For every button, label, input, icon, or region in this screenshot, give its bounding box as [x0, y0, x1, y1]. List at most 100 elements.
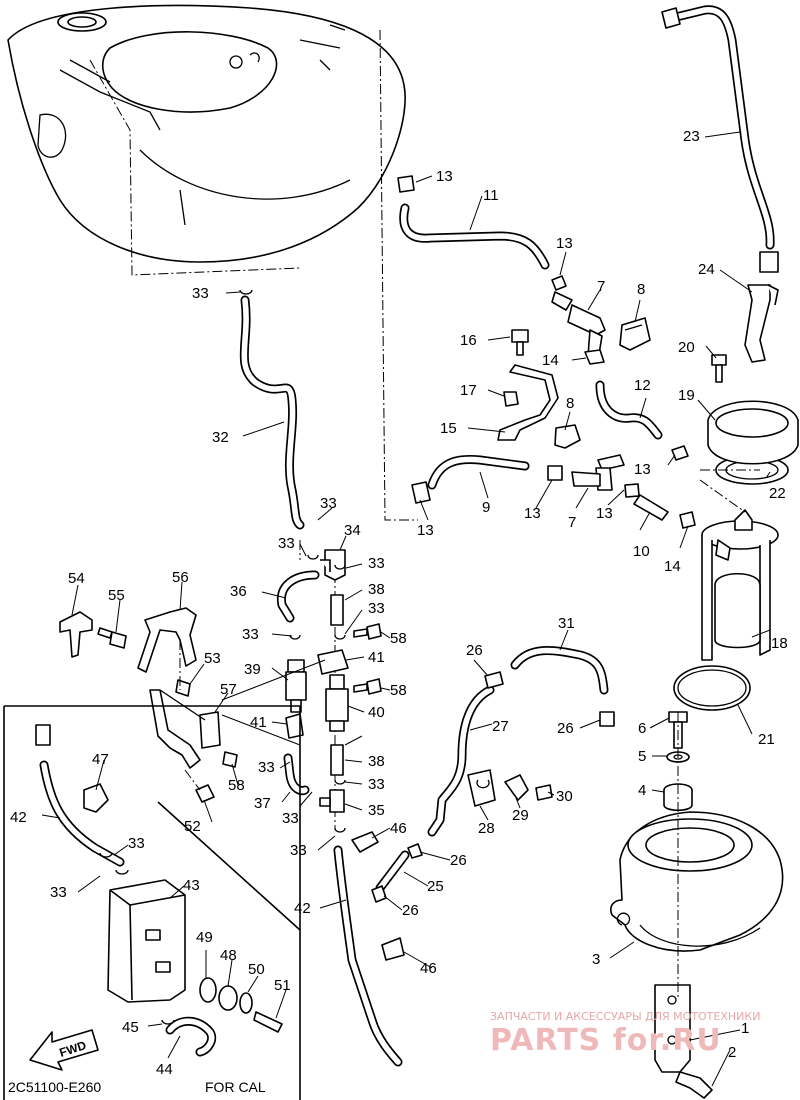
- callout-33-j: 33: [290, 842, 307, 859]
- part-35-joint: [319, 789, 345, 813]
- callout-2: 2: [728, 1044, 736, 1061]
- callout-25: 25: [427, 878, 444, 895]
- part-19-retainer: [707, 400, 799, 465]
- part-23-connector-top: [661, 7, 681, 29]
- part-40-valve: [325, 674, 349, 732]
- callout-49: 49: [196, 929, 213, 946]
- callout-40: 40: [368, 704, 385, 721]
- callout-41-lower: 41: [250, 714, 267, 731]
- part-55-bolt: [97, 627, 127, 649]
- part-33-clamp-d: [334, 634, 346, 640]
- callout-33-h: 33: [368, 776, 385, 793]
- callout-38-lower: 38: [368, 753, 385, 770]
- callout-24: 24: [698, 261, 715, 278]
- callout-33-f: 33: [242, 626, 259, 643]
- callout-33-a: 33: [192, 285, 209, 302]
- part-2-bolt: [675, 1071, 713, 1099]
- fwd-arrow-icon: FWD: [29, 1029, 99, 1071]
- part-33-clamp-b: [307, 554, 319, 560]
- callout-26-a: 26: [466, 642, 483, 659]
- callout-14-lower: 14: [664, 558, 681, 575]
- callout-12: 12: [634, 377, 651, 394]
- part-3-lower-housing: [610, 811, 784, 952]
- callout-46-lower: 46: [420, 960, 437, 977]
- part-46-clamp-upper: [351, 831, 379, 853]
- callout-10: 10: [633, 543, 650, 560]
- callout-44: 44: [156, 1061, 173, 1078]
- part-16-bolt: [511, 329, 529, 356]
- callout-33-g: 33: [258, 759, 275, 776]
- callout-1: 1: [741, 1020, 749, 1037]
- part-26-clamp-b: [407, 843, 423, 859]
- callout-13-c: 13: [417, 522, 434, 539]
- part-54-bracket: [59, 611, 93, 658]
- callout-48: 48: [220, 947, 237, 964]
- part-33-clamp-i: [115, 869, 129, 875]
- callout-5: 5: [638, 748, 646, 765]
- callout-56: 56: [172, 569, 189, 586]
- callout-3: 3: [592, 951, 600, 968]
- callout-36: 36: [230, 583, 247, 600]
- callout-22: 22: [769, 485, 786, 502]
- part-42-hose-inset: [39, 760, 125, 867]
- part-37-elbow: [283, 753, 310, 796]
- part-43-canister: [107, 879, 186, 1003]
- callout-17: 17: [460, 382, 477, 399]
- callout-7-upper: 7: [597, 278, 605, 295]
- callout-32: 32: [212, 429, 229, 446]
- callout-13-b: 13: [556, 235, 573, 252]
- leader-lines: [41, 131, 771, 1087]
- watermark-text: ЗАПЧАСТИ И АКСЕССУАРЫ ДЛЯ МОТОТЕХНИКИ: [490, 1010, 760, 1023]
- callout-47: 47: [92, 751, 109, 768]
- part-8-clip-lower: [554, 424, 581, 449]
- callout-54: 54: [68, 570, 85, 587]
- part-46-clamp-lower: [381, 937, 405, 961]
- callout-50: 50: [248, 961, 265, 978]
- part-33-clamp-a: [239, 289, 253, 295]
- part-26-clamp-d: [599, 711, 615, 727]
- part-14-clip-upper: [584, 349, 605, 365]
- callout-15: 15: [440, 420, 457, 437]
- part-13-clamp-f: [671, 445, 689, 461]
- callout-34: 34: [344, 522, 361, 539]
- part-52-bolt: [195, 784, 215, 803]
- callout-6: 6: [638, 720, 646, 737]
- callout-53: 53: [204, 650, 221, 667]
- part-56-bracket: [137, 607, 197, 673]
- callout-23: 23: [683, 128, 700, 145]
- part-38-pipe-upper: [330, 594, 344, 626]
- callout-30: 30: [556, 788, 573, 805]
- part-14-clip-lower: [679, 511, 696, 529]
- fuel-tank: [7, 4, 406, 263]
- part-41-bracket-upper: [317, 649, 349, 675]
- part-24-hose-joint: [744, 284, 779, 363]
- callout-20: 20: [678, 339, 695, 356]
- callout-33-i: 33: [282, 810, 299, 827]
- part-21-o-ring: [673, 665, 751, 711]
- part-58-bolt-a: [353, 623, 382, 640]
- callout-13-d: 13: [524, 505, 541, 522]
- callout-35: 35: [368, 802, 385, 819]
- callout-58-a: 58: [390, 630, 407, 647]
- callout-42-inset: 42: [10, 809, 27, 826]
- part-39-valve: [285, 659, 307, 713]
- part-15-bracket: [497, 364, 559, 441]
- callout-45: 45: [122, 1019, 139, 1036]
- part-28-bracket: [467, 769, 496, 807]
- part-34-joint: [320, 549, 346, 581]
- callout-33-k: 33: [128, 835, 145, 852]
- callout-9: 9: [482, 499, 490, 516]
- callout-29: 29: [512, 807, 529, 824]
- callout-18: 18: [771, 635, 788, 652]
- part-7-fitting-lower: [571, 454, 625, 491]
- callout-8-lower: 8: [566, 395, 574, 412]
- callout-33-e: 33: [368, 600, 385, 617]
- callout-37: 37: [254, 795, 271, 812]
- part-33-clamp-c: [334, 564, 346, 570]
- part-18-fuel-pump: [701, 509, 779, 661]
- callout-26-c: 26: [450, 852, 467, 869]
- callout-58-c: 58: [228, 777, 245, 794]
- part-33-clamp-h: [99, 852, 113, 858]
